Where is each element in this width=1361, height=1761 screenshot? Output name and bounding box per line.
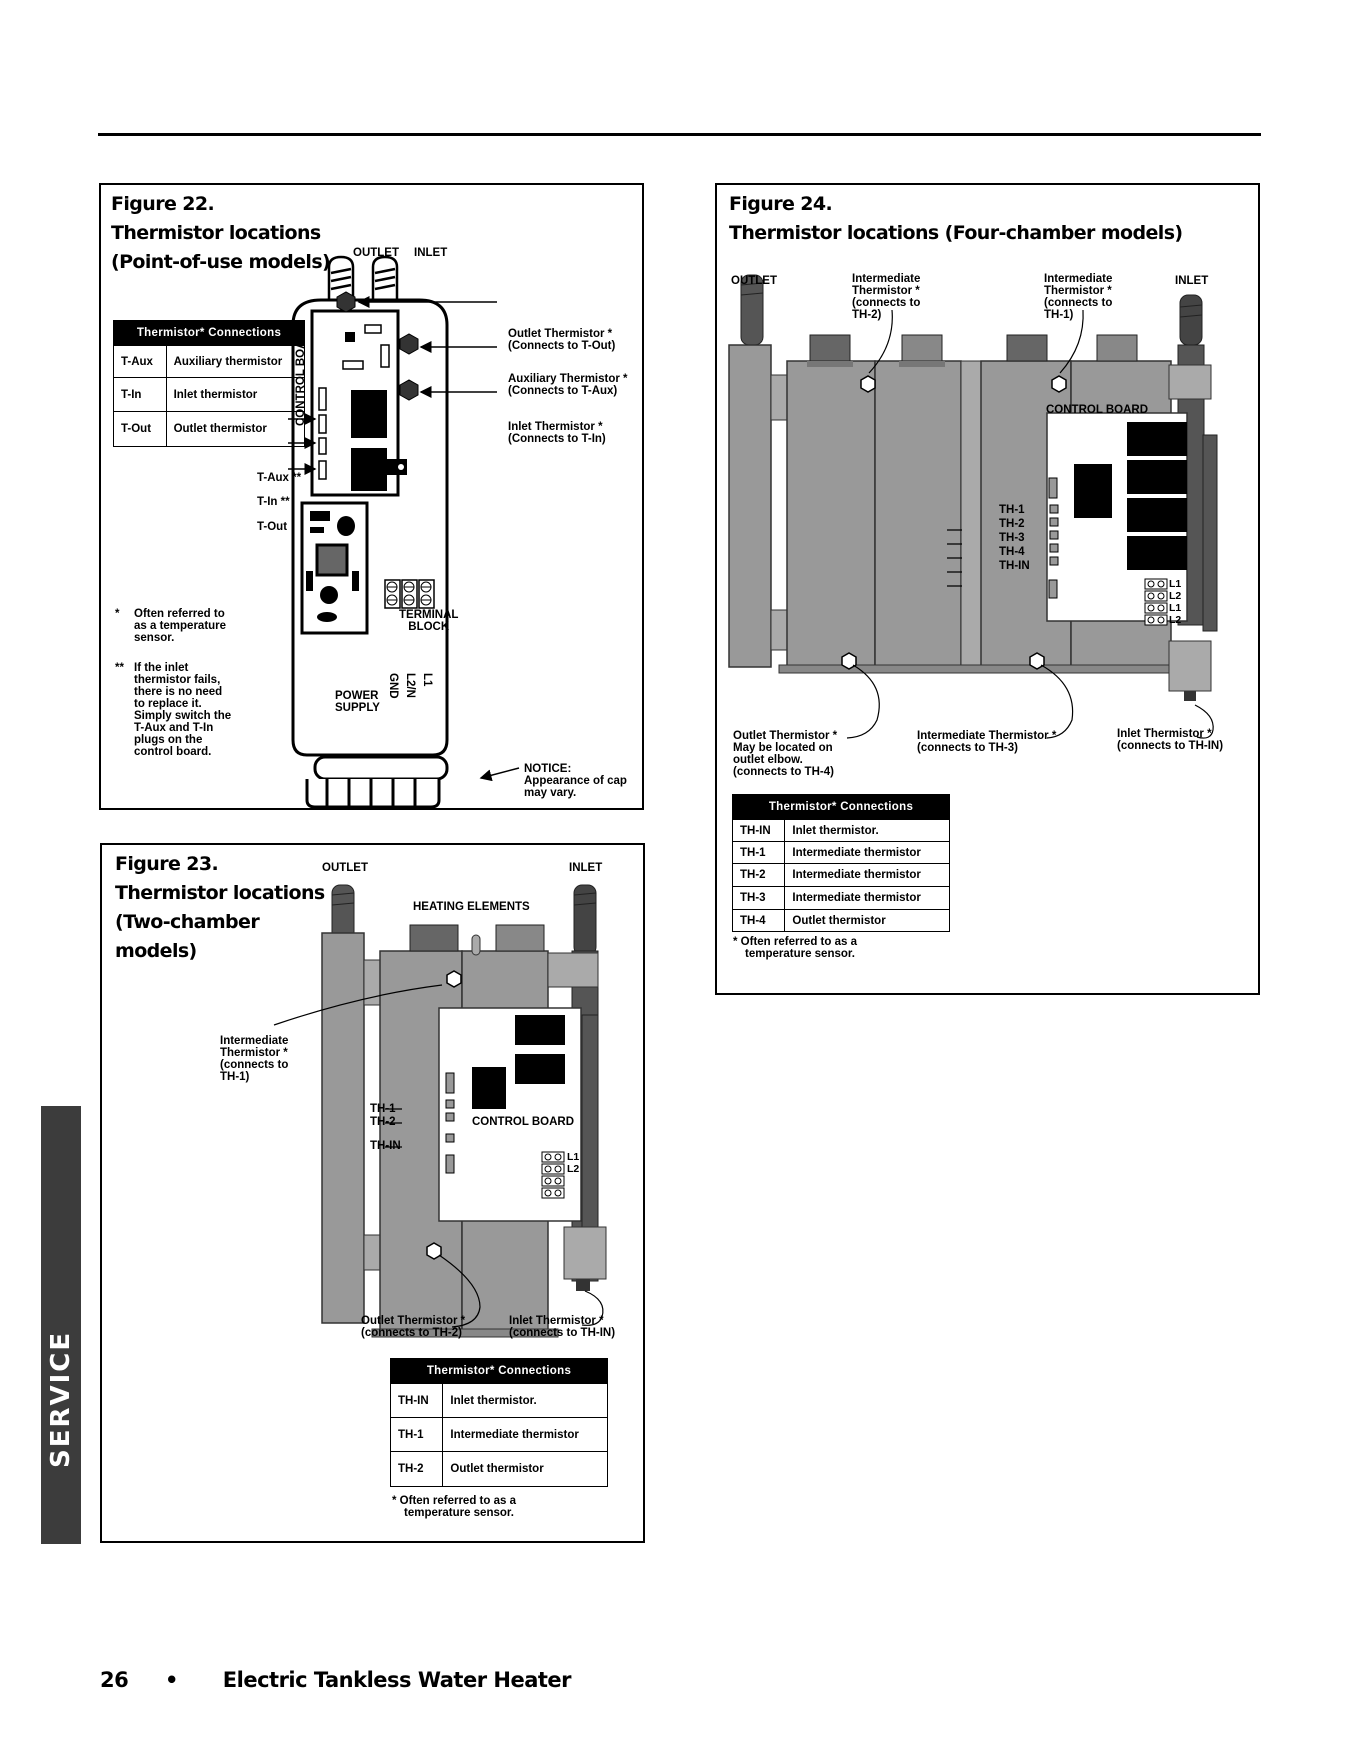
figure-24-diagram [728,274,1218,739]
terminal-l1-label: L1 [421,673,433,687]
figure-23-title: Figure 23.Thermistor locations(Two-chamb… [115,853,325,962]
footer-title: Electric Tankless Water Heater [222,1668,572,1692]
inlet-label: INLET [1175,275,1209,287]
note-marker: * [115,608,120,620]
header-rule [98,133,1261,136]
inlet-pipe [371,255,399,302]
inlet-thermistor-icon [399,379,419,401]
outlet-thermistor-icon [336,291,356,313]
service-side-tab: SERVICE [41,1106,81,1544]
table-header: Thermistor* Connections [390,1358,608,1384]
intermediate-thermistor-icon [446,970,462,988]
intermediate-thermistor-icon [1051,375,1067,393]
inlet-label: INLET [569,862,603,874]
cap-ring [313,755,449,781]
footer-bullet: • [165,1668,178,1692]
intermediate-th3-callout: Intermediate Thermistor *(connects to TH… [917,730,1057,754]
plug-th1-label: TH-1 [370,1103,396,1115]
inlet-thermistor-callout: Inlet Thermistor *(Connects to T-In) [508,421,606,445]
intermediate-thermistor-icon [860,375,876,393]
table-header: Thermistor* Connections [732,794,950,820]
figure-22-diagram [288,255,520,808]
figure-24-title: Figure 24.Thermistor locations (Four-cha… [729,193,1183,244]
plug-t-aux-label: T-Aux ** [257,472,302,484]
plug-th2-label: TH-2 [370,1116,396,1128]
plug-thin-label: TH-IN [370,1140,401,1152]
table-header: Thermistor* Connections [113,320,305,346]
outlet-label: OUTLET [731,275,777,287]
outlet-label: OUTLET [353,247,399,259]
figure-23-diagram [273,884,607,1338]
figure-22: Figure 22.Thermistor locations(Point-of-… [99,183,644,810]
service-tab-label: SERVICE [46,1330,76,1468]
plug-t-out-label: T-Out [257,521,288,533]
outlet-thermistor-callout: Outlet Thermistor *(Connects to T-Out) [508,328,616,352]
inlet-thermistor-callout: Inlet Thermistor *(connects to TH-IN) [1117,728,1224,752]
inlet-label: INLET [414,247,448,259]
chamber [786,360,876,668]
outlet-label: OUTLET [322,862,368,874]
inlet-thermistor-callout: Inlet Thermistor *(connects to TH-IN) [509,1315,616,1339]
page-footer: 26 • Electric Tankless Water Heater [100,1668,572,1692]
note-marker: ** [115,662,124,674]
auxiliary-thermistor-callout: Auxiliary Thermistor *(Connects to T-Aux… [508,373,628,397]
terminal-block [384,579,435,609]
outlet-pipe [327,255,355,302]
terminal-strip [1144,578,1168,626]
figure-23: Figure 23.Thermistor locations(Two-chamb… [100,843,645,1543]
control-board-label: CONTROL BOARD [1046,404,1149,416]
terminal-gnd-label: GND [387,673,399,699]
outlet-thermistor-callout: Outlet Thermistor *(connects to TH-2) [361,1315,466,1339]
plug-t-in-label: T-In ** [257,496,290,508]
figure-24: Figure 24.Thermistor locations (Four-cha… [715,183,1260,995]
figure-22-title: Figure 22.Thermistor locations(Point-of-… [111,193,331,273]
heating-elements-label: HEATING ELEMENTS [413,901,530,913]
cap [305,779,441,808]
control-board-label: CONTROL BOARD [472,1116,575,1128]
page-number: 26 [100,1668,129,1692]
chamber [874,360,962,668]
intermediate-thermistor-icon [1029,652,1045,670]
outlet-thermistor-icon [426,1242,442,1260]
auxiliary-thermistor-icon [399,333,419,355]
terminal-strip [541,1151,565,1199]
outlet-thermistor-icon [841,652,857,670]
terminal-l2n-label: L2/N [404,673,416,698]
